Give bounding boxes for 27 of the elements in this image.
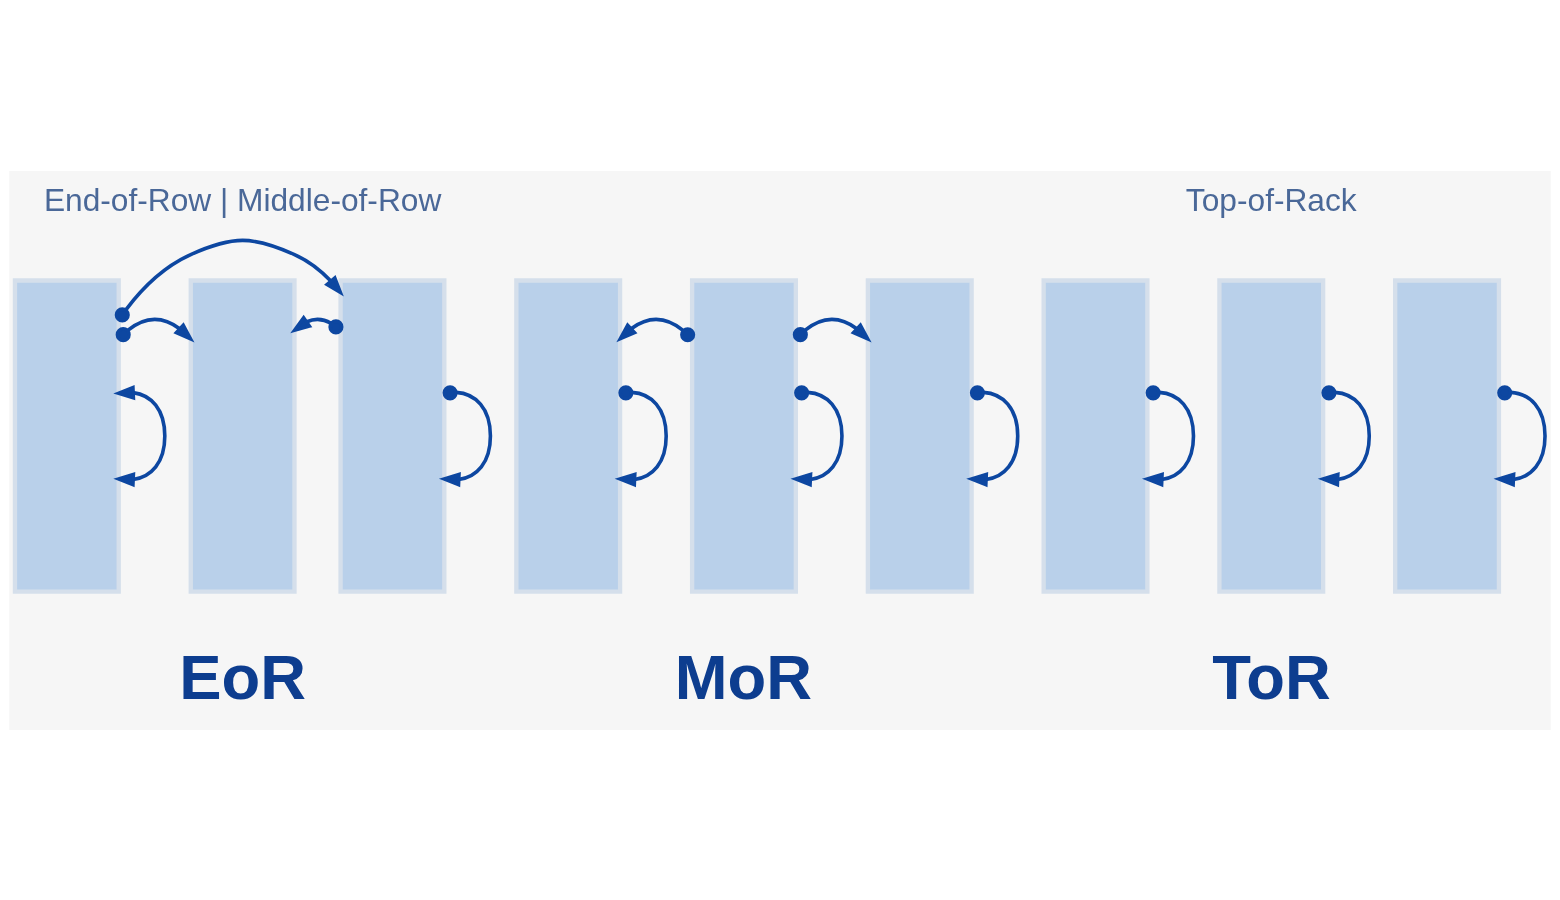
label: ToR [1212,641,1331,712]
arrow [113,384,167,487]
arrow [115,317,195,342]
arrow [614,384,668,487]
node-box [12,277,121,594]
arrow [438,384,493,487]
arrow [1142,384,1196,487]
label: End-of-Row | Middle-of-Row [43,181,442,218]
arrow [290,314,344,334]
label: MoR [674,641,813,712]
arrow [1317,384,1372,487]
arrow [792,317,872,342]
arrow [114,238,344,322]
node-box [689,277,798,594]
label: EoR [179,641,306,712]
arrow [790,384,844,487]
node-box [188,277,297,594]
node-box [1217,277,1326,594]
node-box [865,277,974,594]
node-box [1393,277,1502,594]
arrow [1493,384,1547,487]
node-box [514,277,623,594]
node-box [1041,277,1150,594]
label: Top-of-Rack [1185,181,1357,218]
node-box [338,277,447,594]
arrow [616,317,696,342]
arrow [966,384,1020,487]
